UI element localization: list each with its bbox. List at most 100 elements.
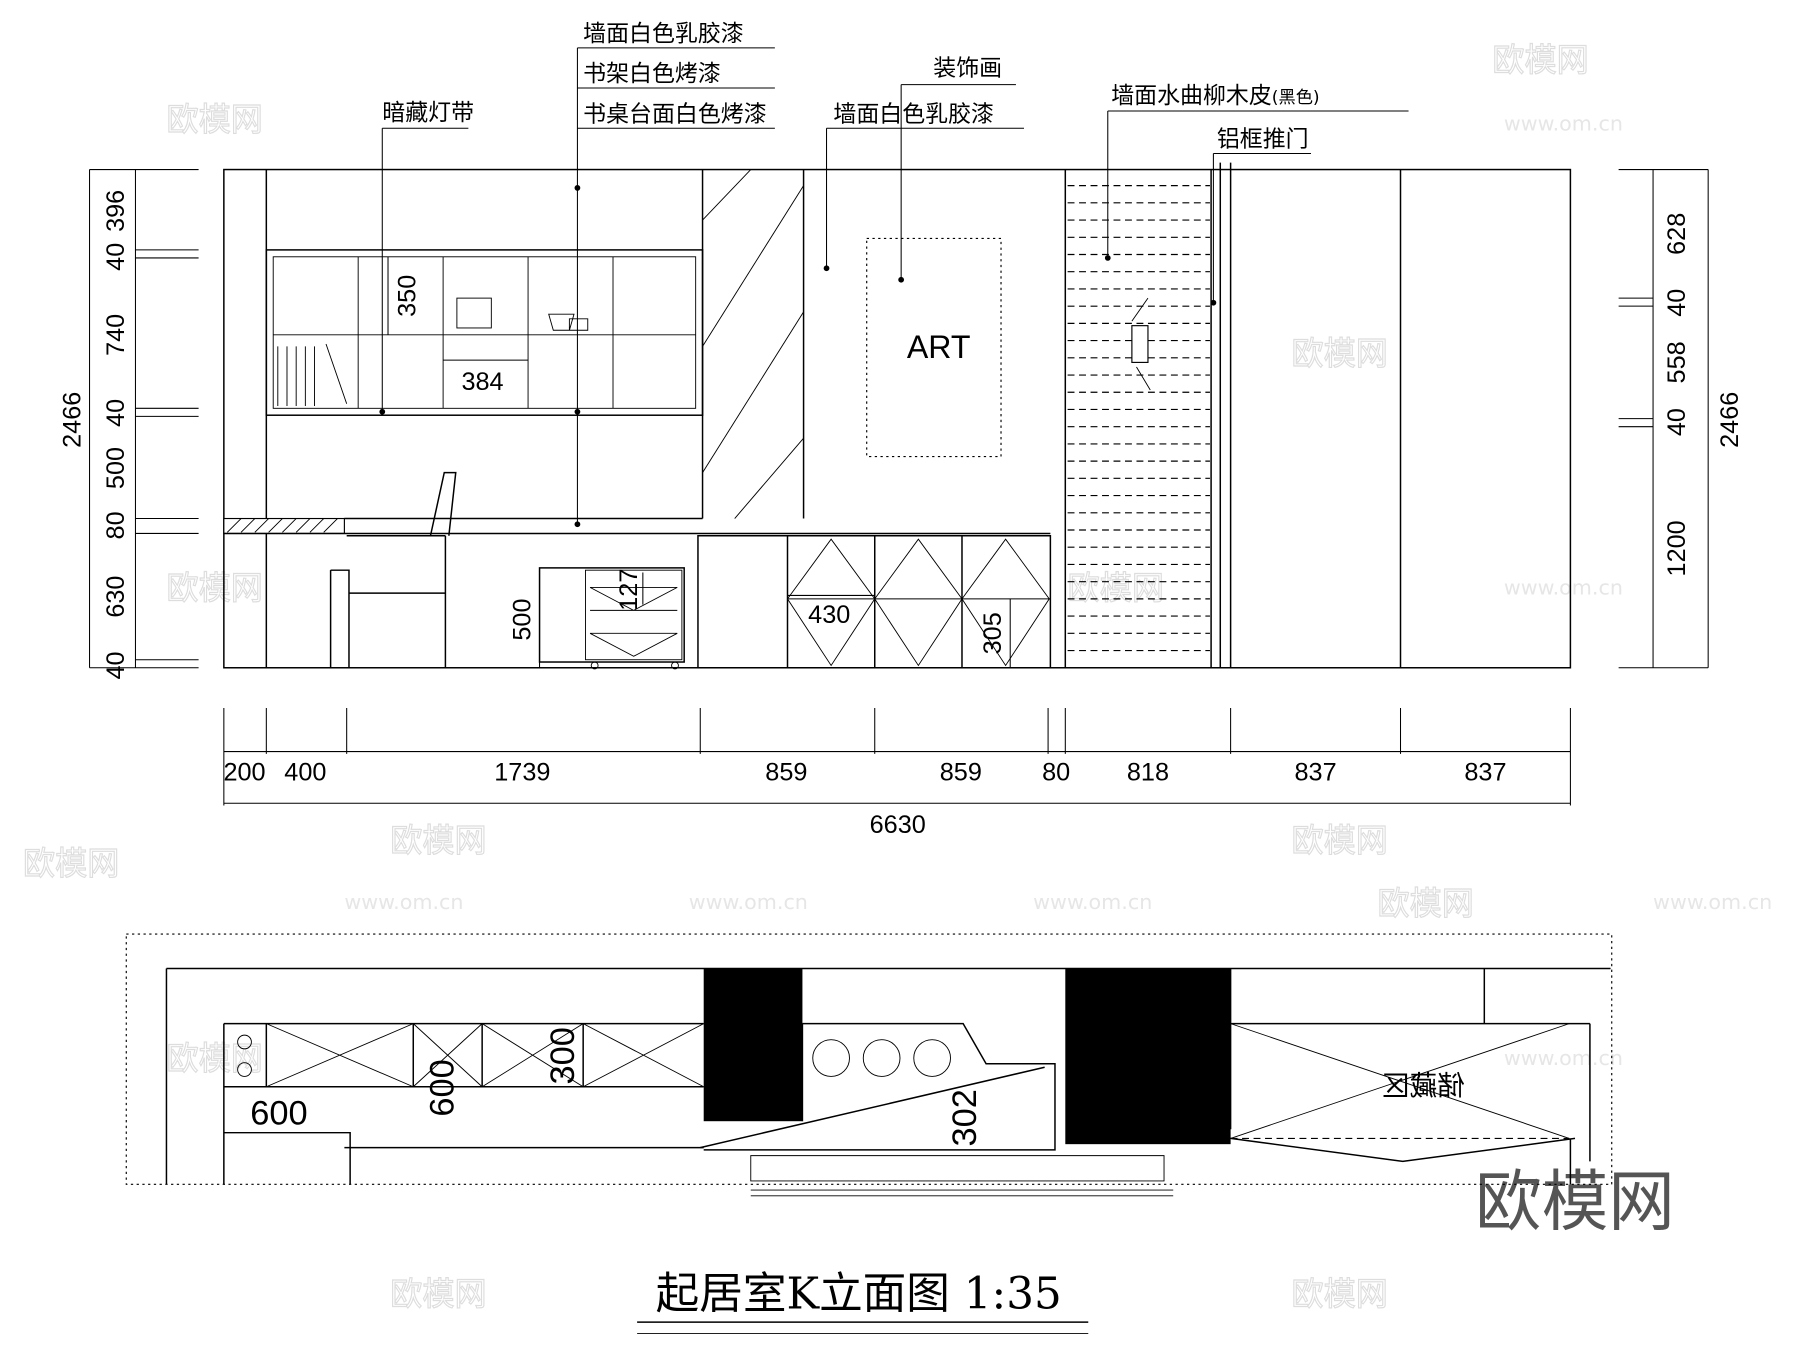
dimension-label: 558: [1663, 341, 1691, 383]
watermark: 欧模网: [1068, 569, 1164, 607]
dimension-label: 384: [461, 368, 503, 396]
drawing-line: [913, 1039, 951, 1077]
dimension-label: 1200: [1663, 520, 1691, 576]
dimension-label: 40: [102, 651, 130, 679]
drawing-line: [590, 661, 599, 670]
watermark: 欧模网: [166, 101, 262, 139]
dimension-label: 859: [940, 758, 982, 786]
drawing-line: [734, 437, 804, 519]
dimension-label: 837: [1294, 758, 1336, 786]
dimension-label: 837: [1464, 758, 1506, 786]
watermark: www.om.cn: [1504, 575, 1623, 599]
drawing-line: [381, 127, 469, 416]
watermark: www.om.cn: [689, 890, 808, 914]
drawing-line: [1212, 152, 1311, 303]
watermark: 欧模网: [1492, 41, 1588, 79]
dimension-label: 430: [808, 601, 850, 629]
drawing-line: [585, 569, 683, 661]
callout-shelf-paint: 书架白色烤漆: [583, 61, 721, 87]
elevation: ART: [58, 21, 1744, 839]
right-dimensions: 628 40 558 40 1200 2466: [1618, 169, 1744, 669]
drawing-line: [226, 518, 338, 533]
watermark: 欧模网: [1291, 1275, 1387, 1313]
watermark: 欧模网: [1378, 885, 1474, 923]
callout-wall-latex: 墙面白色乳胶漆: [583, 21, 744, 47]
bookshelf: [265, 249, 704, 416]
dimension-label: 40: [102, 399, 130, 427]
watermark: www.om.cn: [344, 890, 463, 914]
dimension-label: 350: [394, 275, 422, 317]
drawing-line: [700, 1022, 1056, 1151]
callout-decorative-painting: 装饰画: [933, 55, 1002, 81]
drawing-line: [862, 1039, 901, 1077]
drawing-line: [1210, 299, 1217, 306]
watermark: 欧模网: [390, 821, 486, 859]
callout-wall-veneer-note: (黑色): [1272, 88, 1320, 108]
callout-desk-paint: 书桌台面白色烤漆: [583, 101, 767, 127]
drawing-line: [456, 297, 492, 329]
dimension-label: 80: [102, 511, 130, 539]
drawing-line: [702, 311, 804, 473]
watermark: www.om.cn: [1033, 890, 1152, 914]
drawing-line: [576, 47, 775, 525]
dimension-label: 127: [615, 569, 643, 611]
dimension-label: 305: [979, 612, 1007, 654]
drawing-title: 起居室K立面图 1:35: [656, 1269, 1062, 1319]
dimension-label: 500: [102, 447, 130, 489]
dimension-label: 818: [1127, 758, 1169, 786]
dimension-label: 628: [1663, 213, 1691, 255]
art-frame: [866, 237, 1002, 458]
art-label: ART: [907, 329, 971, 365]
callout-hidden-light-strip: 暗藏灯带: [382, 100, 474, 126]
inner-dimensions: 350 384 127 500 430 305: [387, 256, 1011, 668]
dimension-label: 600: [423, 1059, 461, 1116]
plan-view: 储藏区 600 600 300 302: [125, 933, 1613, 1197]
drawing-line: [574, 185, 581, 191]
storage-area-label: 储藏区: [1382, 1070, 1465, 1102]
drawing-line: [237, 1062, 252, 1077]
drawing-line: [125, 933, 1613, 1185]
drawing-line: [223, 707, 1571, 806]
callout-leaders: [379, 47, 1409, 528]
dimension-label: 859: [765, 758, 807, 786]
watermarks: 欧模网 欧模网 www.om.cn 欧模网 欧模网 www.om.cn 欧模网 …: [22, 40, 1772, 1313]
callout-aluminum-door: 铝框推门: [1217, 127, 1309, 153]
drawing-line: [272, 256, 697, 409]
drawing-line: [1618, 169, 1709, 669]
drawing-line: [329, 471, 457, 668]
drawing-line: [1131, 297, 1151, 391]
watermark: www.om.cn: [1504, 112, 1623, 136]
drawing-line: [786, 538, 1051, 667]
drawing-line: [574, 408, 581, 415]
watermark: 欧模网: [390, 1275, 486, 1313]
dimension-label: 40: [1663, 289, 1691, 317]
dimension-label: 80: [1042, 758, 1070, 786]
dimension-label: 40: [102, 243, 130, 271]
watermark: 欧模网: [23, 844, 119, 882]
drawing-line: [277, 343, 348, 407]
bottom-dimensions: 200 400 1739 859 859 80 818 837 837 6630: [223, 707, 1571, 839]
drawing-line: [1107, 110, 1409, 258]
dimension-label: 500: [508, 598, 536, 640]
drawing-line: [89, 169, 199, 669]
drawing-line: [823, 265, 830, 272]
dimension-label: 740: [102, 314, 130, 356]
dimension-label: 600: [250, 1095, 307, 1133]
drawing-line: [750, 1155, 1174, 1197]
drawing-line: [812, 1039, 850, 1077]
callout-wall-veneer-text: 墙面水曲柳木皮: [1111, 83, 1272, 109]
dimension-label: 396: [102, 190, 130, 232]
drawing-line: [702, 185, 804, 347]
dimension-label: 1739: [494, 758, 550, 786]
drawing-line: [1065, 968, 1231, 1145]
drawing-line: [1229, 968, 1591, 1185]
dimension-label: 6630: [870, 811, 926, 839]
dimension-label: 400: [284, 758, 326, 786]
callout-wall-latex-2: 墙面白色乳胶漆: [833, 101, 994, 127]
watermark: www.om.cn: [1504, 1046, 1623, 1070]
watermark: 欧模网: [1291, 335, 1387, 373]
watermark: 欧模网: [166, 1040, 262, 1078]
drawing-line: [1131, 325, 1149, 363]
drawing-line: [548, 313, 589, 331]
